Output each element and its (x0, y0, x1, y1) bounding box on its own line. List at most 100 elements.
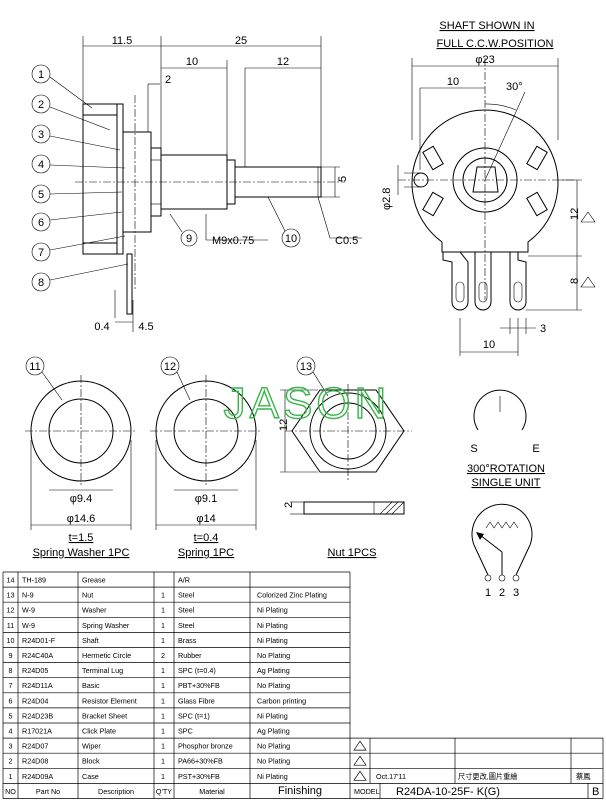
balloon-4: 4 (31, 154, 126, 174)
bom-desc-11: Spring Washer (82, 621, 130, 630)
dim-25: 25 (235, 35, 247, 47)
model-value: R24DA-10-25F- K(G) (396, 786, 500, 798)
balloon-2: 2 (31, 94, 111, 131)
spring-caption: Spring 1PC (178, 547, 234, 559)
bom-desc-2: Block (82, 757, 100, 766)
svg-text:1: 1 (38, 69, 44, 81)
svg-text:3: 3 (38, 129, 44, 141)
bom-qty-2: 1 (161, 757, 165, 766)
bom-mat-8: SPC (t=0.4) (178, 666, 216, 675)
bom-no-8: 8 (9, 666, 13, 675)
revision-date: Oct.17'11 (376, 772, 406, 781)
svg-text:9: 9 (186, 233, 192, 245)
bom-fin-1: Ni Plating (257, 772, 288, 781)
bom-header-qty: Q'TY (156, 787, 172, 796)
bom-mat-1: PST+30%FB (178, 772, 220, 781)
bom-no-5: 5 (9, 711, 13, 720)
washer-thickness: t=1.5 (69, 532, 94, 544)
revision-triangle-icon (353, 770, 367, 781)
bom-no-13: 13 (7, 591, 15, 600)
bom-part-5: R24D23B (22, 711, 53, 720)
bom-no-9: 9 (9, 651, 13, 660)
bom-mat-6: Glass Fibre (178, 696, 215, 705)
bom-part-8: R24D05 (22, 666, 48, 675)
bom-part-7: R24D11A (22, 681, 53, 690)
bom-part-4: R17021A (22, 727, 52, 736)
terminals (442, 251, 527, 311)
nut-caption: Nut 1PCS (328, 547, 377, 559)
bom-no-3: 3 (9, 742, 13, 751)
bom-desc-12: Washer (82, 606, 107, 615)
terminal-3: 3 (513, 587, 519, 599)
balloon-5: 5 (31, 184, 123, 204)
balloon-1: 1 (31, 64, 93, 109)
bom-header-no: NO (5, 787, 16, 796)
spring-thickness: t=0.4 (194, 532, 219, 544)
bom-mat-12: Steel (178, 606, 195, 615)
bom-mat-14: A/R (178, 576, 190, 585)
bom-fin-7: No Plating (257, 681, 290, 690)
bom-fin-4: Ag Plating (257, 727, 290, 736)
bom-desc-6: Resistor Element (82, 696, 137, 705)
bom-header-part: Part No (36, 787, 60, 796)
nut-thickness: 2 (283, 502, 295, 508)
washer-outer-dia: φ14.6 (67, 513, 96, 525)
bom-header-desc: Description (98, 787, 134, 796)
rotation-line2: SINGLE UNIT (471, 477, 540, 489)
bom-part-12: W-9 (22, 606, 35, 615)
svg-text:11: 11 (29, 361, 40, 373)
dim-10-bottom: 10 (483, 339, 495, 351)
rotation-s: S (470, 443, 477, 455)
bom-fin-3: No Plating (257, 742, 290, 751)
bom-no-14: 14 (7, 576, 15, 585)
bom-no-1: 1 (9, 772, 13, 781)
bom-desc-13: Nut (82, 591, 93, 600)
dim-12-side: 12 (277, 56, 289, 68)
svg-text:5: 5 (38, 189, 44, 201)
revision-note: 尺寸更改,圖片重繪 (458, 772, 518, 781)
bom-mat-11: Steel (178, 621, 195, 630)
spring-view: 12 φ9.1 φ14 t=0.4 Spring 1PC (150, 356, 262, 559)
svg-text:4: 4 (38, 159, 44, 171)
bom-fin-2: No Plating (257, 757, 290, 766)
bom-qty-5: 1 (161, 711, 165, 720)
spring-outer-dia: φ14 (196, 513, 215, 525)
dim-2-side: 2 (165, 74, 171, 86)
bom-no-10: 10 (7, 636, 15, 645)
svg-text:12: 12 (164, 361, 176, 373)
bom-qty-3: 1 (161, 742, 165, 751)
bom-fin-6: Carbon printing (257, 696, 306, 705)
bom-desc-9: Hermetic Circle (82, 651, 131, 660)
spring-washer-view: 11 φ9.4 φ14.6 t=1.5 Spring Washer 1PC (25, 356, 137, 559)
bom-fin-11: Ni Plating (257, 621, 288, 630)
header-line1: SHAFT SHOWN IN (439, 20, 534, 32)
bom-desc-5: Bracket Sheet (82, 711, 127, 720)
nut-height: 12 (278, 419, 290, 431)
bom-part-9: R24C40A (22, 651, 53, 660)
front-view: φ23 10 30° φ2.8 (381, 54, 596, 356)
bom-no-7: 7 (9, 681, 13, 690)
bom-qty-10: 1 (161, 636, 165, 645)
terminal-2: 2 (499, 587, 505, 599)
bom-desc-8: Terminal Lug (82, 666, 123, 675)
dim-3-front: 3 (540, 323, 546, 335)
bom-fin-12: Ni Plating (257, 606, 288, 615)
bom-qty-7: 1 (161, 681, 165, 690)
dim-phi-2-8: φ2.8 (381, 188, 393, 210)
slot-windows (422, 145, 548, 217)
dim-8-front: 8 (569, 278, 581, 284)
revision-triangle-icon (353, 755, 367, 766)
bom-desc-10: Shaft (82, 636, 99, 645)
bom-part-11: W-9 (22, 621, 35, 630)
svg-text:6: 6 (38, 217, 44, 229)
svg-text:13: 13 (300, 361, 312, 373)
balloon-7: 7 (31, 235, 126, 262)
bom-part-13: N-9 (22, 591, 34, 600)
bom-mat-13: Steel (178, 591, 195, 600)
bom-fin-5: Ni Plating (257, 711, 288, 720)
model-label: MODEL (354, 787, 380, 796)
bom-mat-2: PA66+30%FB (178, 757, 223, 766)
dim-12-front: 12 (569, 208, 581, 220)
bom-qty-1: 1 (161, 772, 165, 781)
